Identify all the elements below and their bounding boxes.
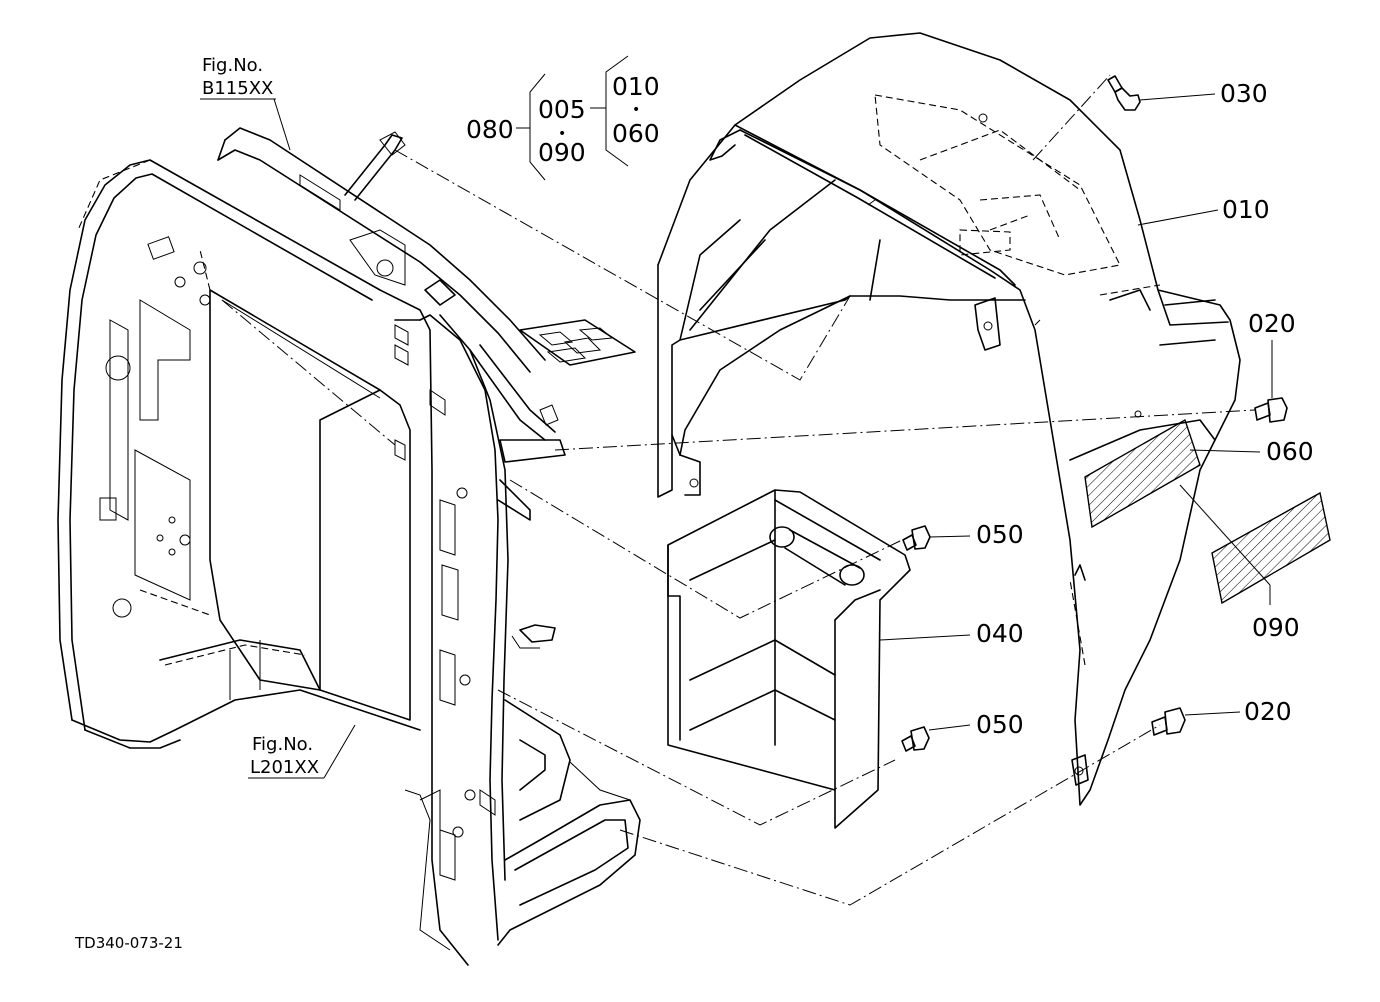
figure-ref-code[interactable]: L201XX <box>250 757 319 778</box>
separator-dot: • <box>632 102 640 118</box>
part-050-bolt-upper <box>902 525 931 551</box>
callout-010[interactable]: 010 <box>1222 195 1270 224</box>
callout-010-group[interactable]: 010 <box>612 72 660 101</box>
figure-ref-l201xx[interactable]: Fig.No. L201XX <box>250 734 319 778</box>
part-020-bolt-upper <box>1254 397 1288 423</box>
callout-005[interactable]: 005 <box>538 95 586 124</box>
part-020-bolt-lower <box>1151 707 1186 736</box>
callout-050-upper[interactable]: 050 <box>976 520 1024 549</box>
callout-020-upper[interactable]: 020 <box>1248 309 1296 338</box>
callout-080[interactable]: 080 <box>466 115 514 144</box>
figure-ref-label: Fig.No. <box>202 55 263 76</box>
part-050-bolt-lower <box>901 726 930 752</box>
part-040-bracket-plate <box>667 489 911 829</box>
part-060-decal <box>1084 418 1201 529</box>
callout-060-group[interactable]: 060 <box>612 119 660 148</box>
drawing-number: TD340-073-21 <box>74 934 183 952</box>
dash-panel-frame <box>57 127 641 966</box>
figure-ref-code[interactable]: B115XX <box>202 78 273 99</box>
leader-lines <box>200 55 1273 779</box>
assembly-lines <box>221 74 1256 906</box>
separator-dot: • <box>558 126 566 142</box>
part-030-bolt <box>1107 75 1141 111</box>
figure-ref-b115xx[interactable]: Fig.No. B115XX <box>202 55 273 99</box>
part-010-bonnet <box>657 32 1241 806</box>
part-090-decal <box>1211 491 1331 605</box>
callout-020-lower[interactable]: 020 <box>1244 697 1292 726</box>
callout-090[interactable]: 090 <box>1252 613 1300 642</box>
callout-090-group[interactable]: 090 <box>538 138 586 167</box>
callout-050-lower[interactable]: 050 <box>976 710 1024 739</box>
bracket-group: 080 005 • 090 010 • 060 <box>466 72 660 167</box>
figure-ref-label: Fig.No. <box>252 734 313 755</box>
callout-060[interactable]: 060 <box>1266 437 1314 466</box>
callout-040[interactable]: 040 <box>976 619 1024 648</box>
callout-030[interactable]: 030 <box>1220 79 1268 108</box>
